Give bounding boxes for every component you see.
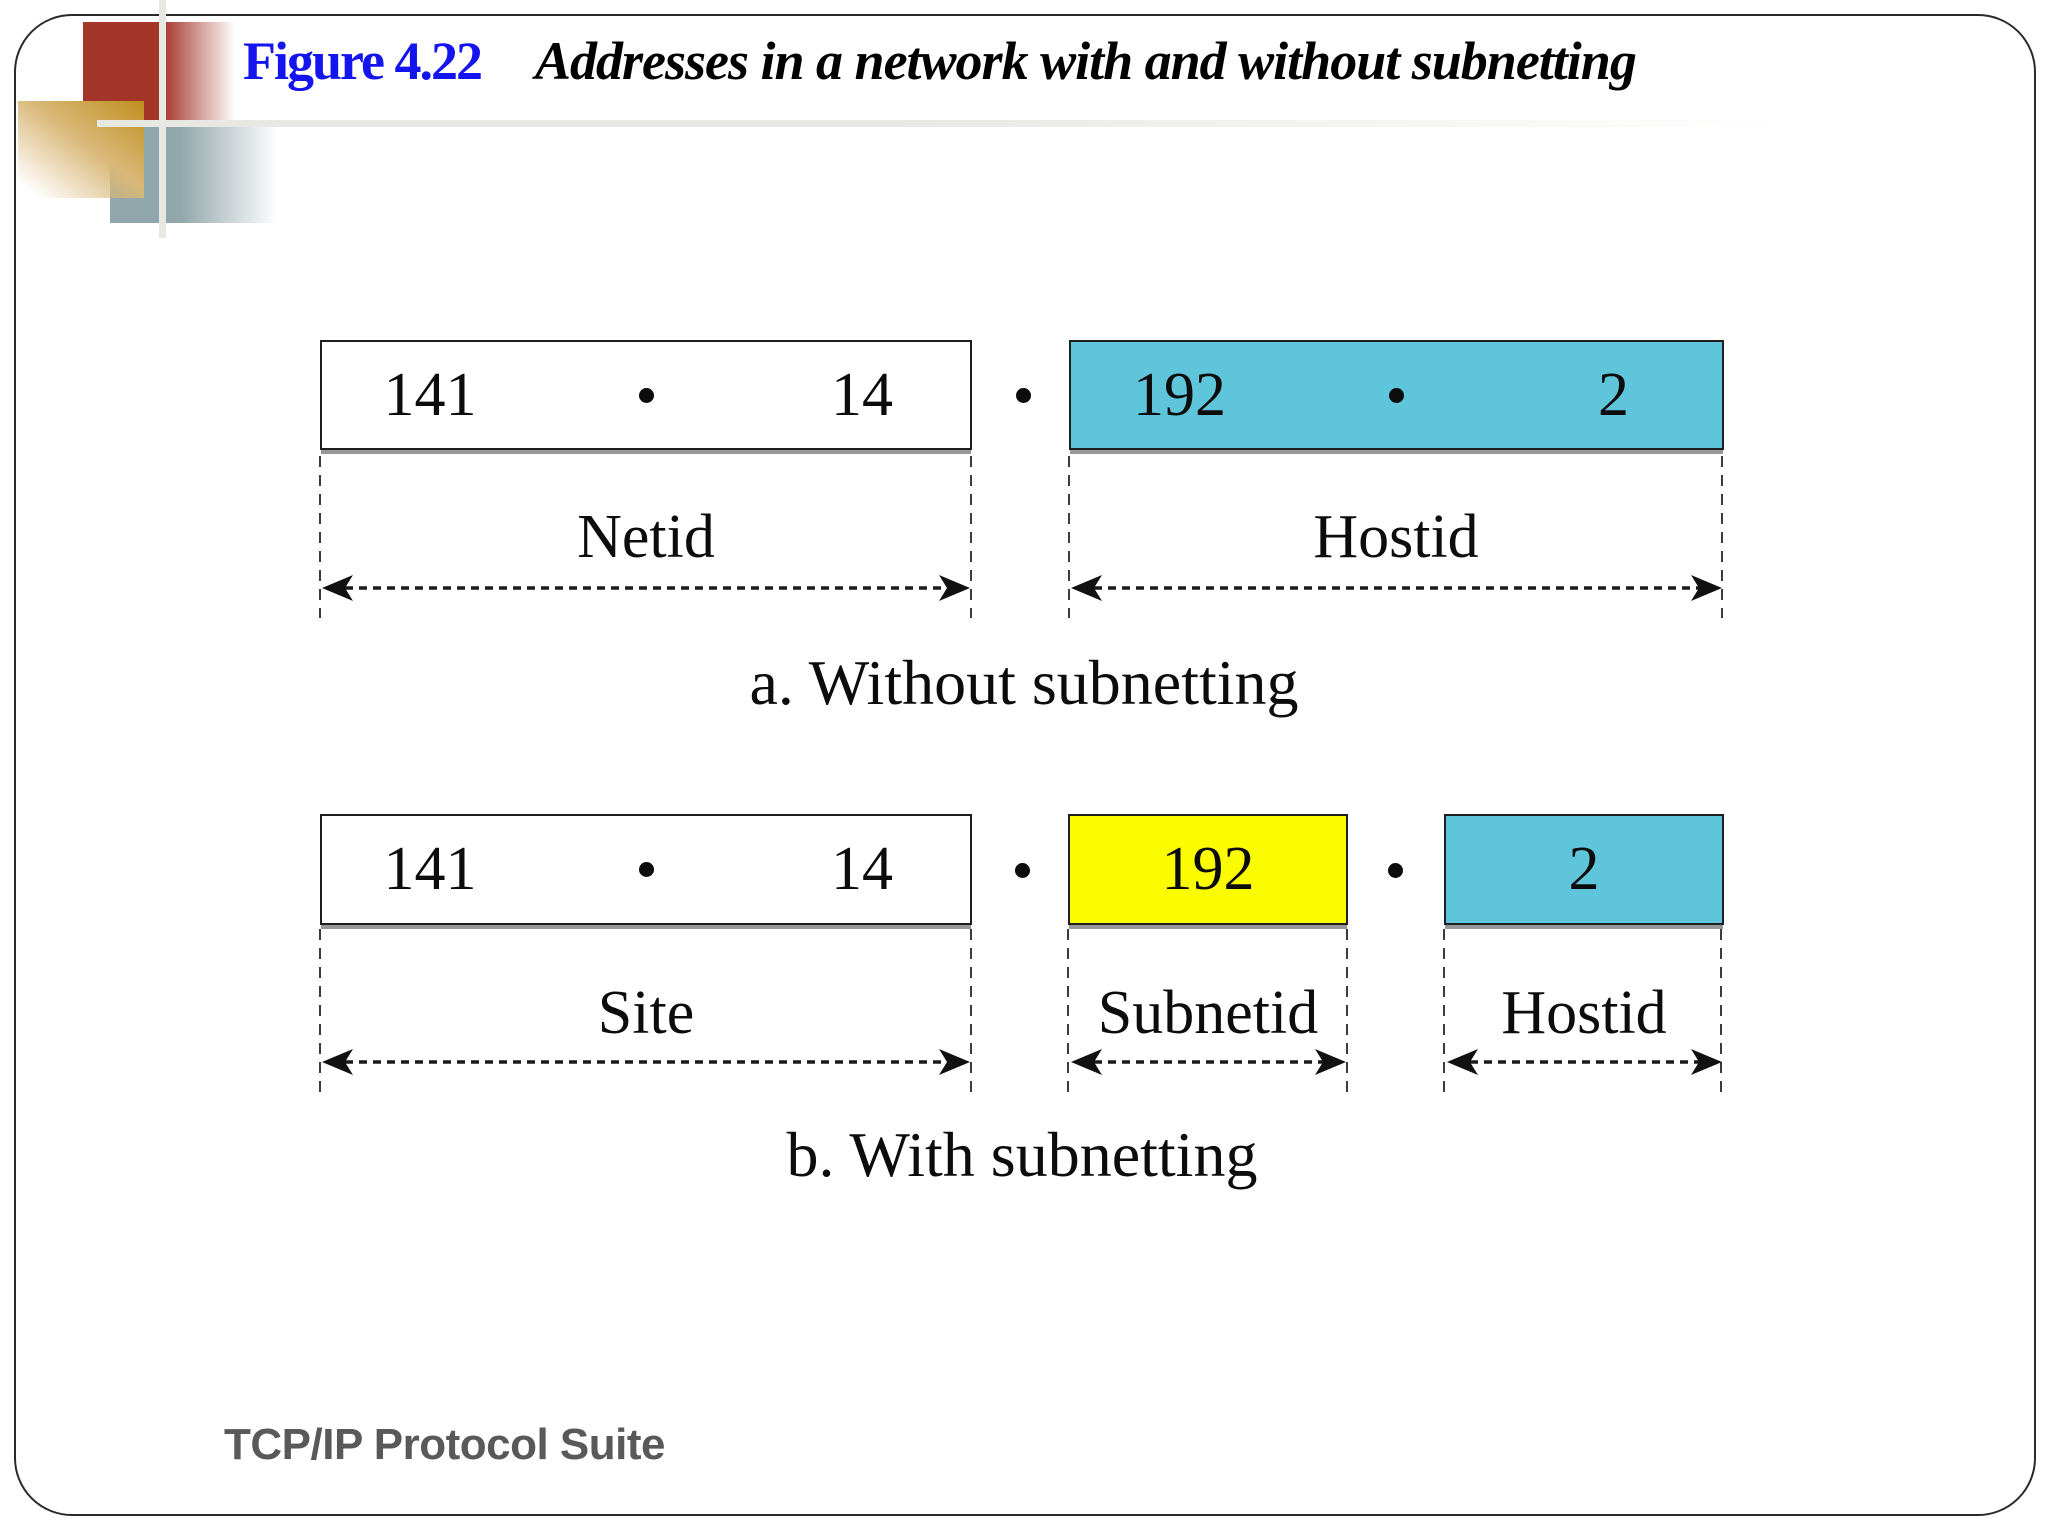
- subnetid-box: 192: [1068, 814, 1348, 925]
- site-label: Site: [597, 979, 695, 1047]
- figure-number: Figure 4.22: [243, 31, 483, 91]
- dashed-guide: [319, 929, 321, 1092]
- dashed-guide: [1443, 929, 1445, 1092]
- dashed-guide: [1721, 456, 1723, 618]
- diagram-b-caption: b. With subnetting: [786, 1119, 1258, 1190]
- dashed-guide: [1068, 456, 1070, 618]
- hostid-label-b: Hostid: [1501, 979, 1667, 1047]
- octet-value: 2: [1568, 835, 1600, 903]
- figure-caption: Addresses in a network with and without …: [534, 31, 1637, 91]
- footer-text: TCP/IP Protocol Suite: [224, 1420, 665, 1469]
- octet-value: 141: [383, 835, 477, 903]
- dashed-guide: [319, 456, 321, 618]
- dashed-guide: [970, 456, 972, 618]
- octet-value: 192: [1133, 360, 1226, 429]
- octet-value: 14: [831, 360, 893, 429]
- netid-label: Netid: [577, 503, 715, 571]
- subnetid-span-arrow: [1071, 1049, 1346, 1075]
- dot-separator: [1389, 387, 1404, 403]
- dashed-guide: [1720, 929, 1722, 1092]
- slide-title: Figure 4.22 Addresses in a network with …: [243, 30, 1637, 92]
- dot-separator: [1388, 863, 1403, 878]
- octet-value: 2: [1598, 360, 1629, 429]
- diagram-a-caption: a. Without subnetting: [749, 647, 1299, 718]
- slide-border: [14, 14, 2036, 1516]
- netid-span-arrow: [322, 575, 970, 601]
- octet-value: 14: [831, 835, 893, 903]
- dashed-guide: [1346, 929, 1348, 1092]
- dot-separator: [638, 387, 654, 403]
- dot-separator: [1016, 388, 1031, 403]
- hostid-box-b: 2: [1444, 814, 1724, 925]
- dashed-guide: [970, 929, 972, 1092]
- octet-value: 192: [1161, 835, 1255, 903]
- hostid-label: Hostid: [1313, 503, 1479, 571]
- hostid-box: 192 2: [1069, 340, 1724, 450]
- octet-value: 141: [383, 360, 477, 429]
- site-box: 141 14: [320, 814, 972, 925]
- site-span-arrow: [322, 1049, 970, 1075]
- hostid-span-arrow: [1071, 575, 1722, 601]
- subnetid-label: Subnetid: [1097, 979, 1319, 1047]
- dot-separator: [638, 862, 654, 877]
- dot-separator: [1015, 863, 1030, 878]
- netid-box: 141 14: [320, 340, 972, 450]
- dashed-guide: [1067, 929, 1069, 1092]
- hostid-span-arrow-b: [1447, 1049, 1722, 1075]
